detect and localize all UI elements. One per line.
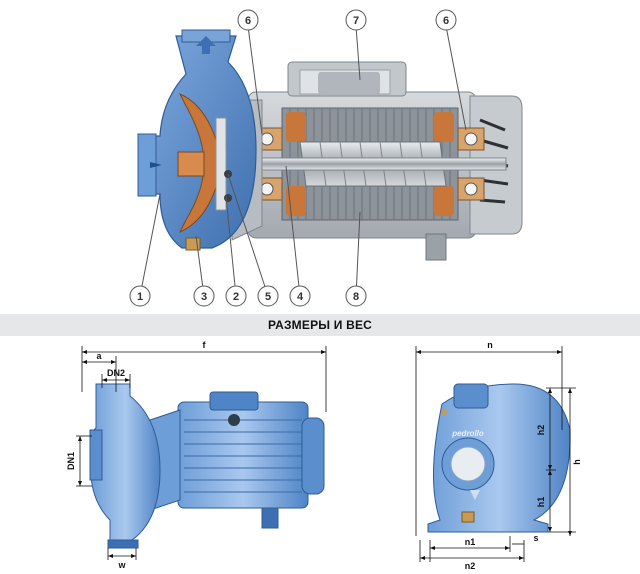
callout-8: 8 — [345, 285, 367, 307]
svg-text:1: 1 — [137, 291, 143, 303]
callout-2: 2 — [225, 285, 247, 307]
callout-4: 4 — [289, 285, 311, 307]
inlet-arrow-icon — [150, 162, 162, 168]
svg-text:7: 7 — [353, 15, 359, 27]
brand-logo: pedrollo — [451, 429, 484, 438]
cutaway-view — [137, 25, 523, 297]
callout-6-rear: 6 — [435, 9, 457, 31]
outlet-arrow-icon — [196, 36, 216, 54]
svg-text:6: 6 — [443, 15, 449, 27]
impeller — [178, 92, 223, 234]
dim-dn2: DN2 — [107, 368, 125, 378]
mechanical-seal — [215, 117, 227, 211]
dim-h2: h2 — [536, 425, 546, 436]
callout-5: 5 — [257, 285, 279, 307]
callout-3: 3 — [193, 285, 215, 307]
winding-bottom-right — [434, 186, 454, 216]
dim-n: n — [487, 340, 493, 350]
callout-6-front: 6 — [237, 9, 259, 31]
front-drain-plug — [461, 511, 475, 523]
dim-n2: n2 — [465, 561, 476, 571]
dim-f: f — [203, 340, 207, 350]
motor-foot — [425, 233, 447, 261]
side-foot — [261, 507, 279, 529]
capacitor — [318, 72, 380, 94]
side-cable-gland — [228, 414, 240, 426]
side-fan-cover — [301, 417, 325, 495]
dim-a: a — [96, 351, 102, 361]
front-inlet-bore — [450, 446, 486, 482]
winding-top-right — [434, 112, 454, 142]
svg-text:3: 3 — [201, 291, 207, 303]
svg-text:5: 5 — [265, 291, 271, 303]
front-outlet-flange — [453, 383, 489, 409]
callout-7: 7 — [345, 9, 367, 31]
dim-h1: h1 — [536, 497, 546, 508]
svg-text:8: 8 — [353, 291, 359, 303]
dim-n1: n1 — [465, 537, 476, 547]
dim-dn1: DN1 — [66, 452, 76, 470]
side-inlet-flange — [89, 429, 103, 481]
svg-text:4: 4 — [297, 291, 304, 303]
dim-s: s — [533, 533, 538, 543]
dim-h: h — [572, 459, 582, 465]
svg-text:6: 6 — [245, 15, 251, 27]
svg-text:2: 2 — [233, 291, 239, 303]
rear-bearing — [457, 127, 485, 201]
section-title: РАЗМЕРЫ И ВЕС — [267, 318, 373, 332]
front-pump-casing — [427, 383, 571, 533]
callout-1: 1 — [129, 285, 151, 307]
side-terminal-box — [209, 391, 259, 411]
front-view: pedrollo — [415, 340, 582, 571]
dim-w: w — [117, 560, 126, 570]
side-view: f a DN2 DN1 w — [66, 340, 327, 570]
section-banner: РАЗМЕРЫ И ВЕС — [0, 314, 640, 336]
winding-top-left — [286, 112, 306, 142]
